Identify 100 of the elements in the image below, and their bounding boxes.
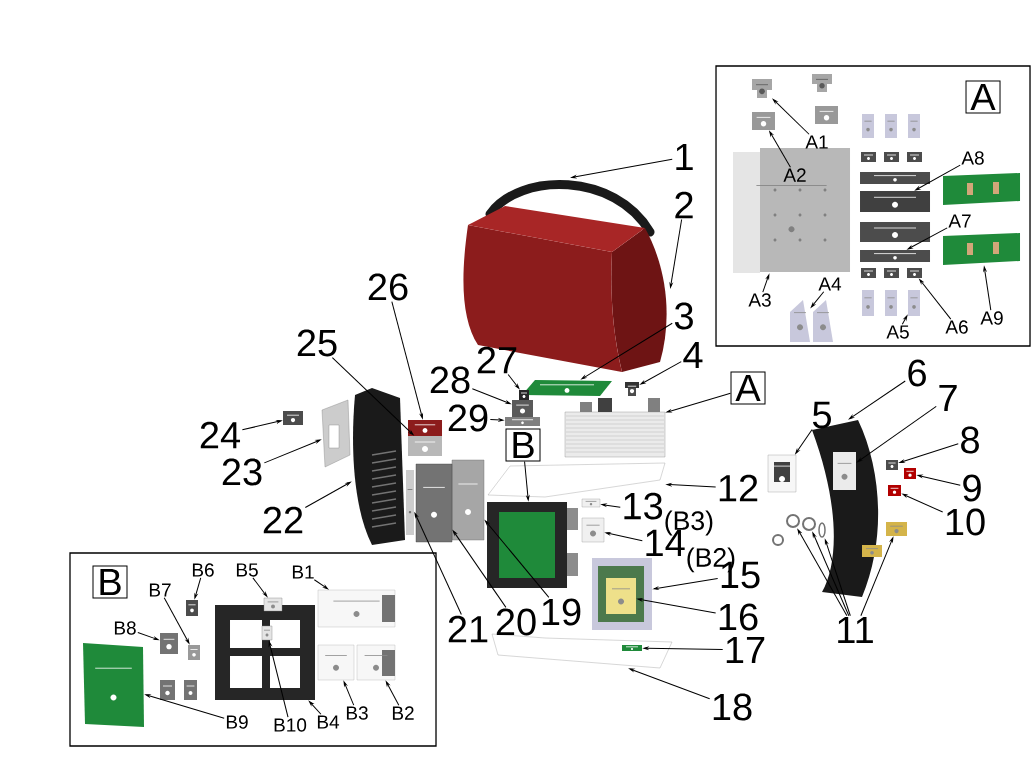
connector xyxy=(160,680,175,700)
callout-number: 10 xyxy=(946,508,985,536)
section-letter: B xyxy=(92,565,128,599)
leader-line xyxy=(605,532,643,542)
callout-number: 12 xyxy=(719,474,758,502)
leader-line xyxy=(812,532,850,617)
callout-number: A7 xyxy=(948,214,971,228)
circuit-board xyxy=(943,173,1020,205)
clip xyxy=(261,625,273,641)
callout-number: B10 xyxy=(274,718,307,732)
terminal xyxy=(862,545,882,557)
section-letter: A xyxy=(965,80,1001,114)
callout-number: A5 xyxy=(886,325,909,339)
relay-cover xyxy=(408,420,442,436)
leader-line xyxy=(263,439,321,464)
leader-line xyxy=(391,301,423,419)
callout-number: A6 xyxy=(945,320,968,334)
callout-number: B7 xyxy=(149,583,171,597)
clip xyxy=(861,268,876,278)
leader-line xyxy=(452,530,507,608)
bracket xyxy=(790,300,810,342)
heatsink xyxy=(317,644,355,681)
callout-number: 22 xyxy=(263,506,303,534)
handle xyxy=(485,180,655,237)
callout-number: A2 xyxy=(783,168,806,182)
washer xyxy=(818,522,826,538)
power-module xyxy=(487,502,578,588)
callout-number: 29 xyxy=(448,404,488,432)
callout-number: 17 xyxy=(726,636,765,664)
callout-number: A1 xyxy=(805,135,828,149)
callout-number: B4 xyxy=(317,715,340,729)
bracket xyxy=(581,498,601,508)
callout-number: 7 xyxy=(939,384,957,412)
callout-number: 16 xyxy=(719,603,758,631)
leader-line xyxy=(414,512,462,616)
leader-line xyxy=(145,694,225,719)
clip xyxy=(884,152,899,162)
washer xyxy=(786,514,800,528)
transistor xyxy=(908,114,920,138)
knob xyxy=(283,411,303,425)
callout-number: 18 xyxy=(713,693,752,721)
washer xyxy=(802,517,816,531)
leader-line xyxy=(268,641,289,718)
label-plate xyxy=(833,452,856,490)
clamp-bar xyxy=(860,250,930,262)
callout-number: 23 xyxy=(222,458,262,486)
leader-line xyxy=(601,503,621,508)
leader-line xyxy=(902,493,944,513)
callout-number: A8 xyxy=(961,151,984,165)
leader-line xyxy=(901,315,908,325)
callout-number: 8 xyxy=(961,426,979,454)
circuit-board xyxy=(83,643,144,727)
leader-line xyxy=(241,420,282,431)
leader-line xyxy=(331,357,414,436)
relay xyxy=(408,436,442,456)
callout-number: B1 xyxy=(292,565,314,579)
callout-number: B8 xyxy=(114,621,136,635)
tab xyxy=(263,597,283,612)
fan xyxy=(451,459,485,541)
section-letter: A xyxy=(730,371,766,405)
clip xyxy=(861,152,876,162)
bracket xyxy=(581,517,605,543)
inset-panel xyxy=(715,65,1031,347)
leader-line xyxy=(194,577,202,599)
terminal-pin xyxy=(519,390,529,400)
callout-number: 2 xyxy=(675,191,693,219)
callout-number: A3 xyxy=(748,293,771,307)
screw xyxy=(625,382,639,396)
circuit-board xyxy=(943,233,1020,265)
leader-line xyxy=(983,266,992,311)
leader-line xyxy=(795,428,813,454)
leader-line xyxy=(860,537,894,617)
rear-panel xyxy=(353,388,405,545)
leader-line xyxy=(137,632,159,641)
leader-line xyxy=(313,579,329,590)
callout-number: B3 xyxy=(346,706,368,720)
transistor xyxy=(862,114,874,138)
callout-number: 19 xyxy=(542,598,581,626)
spacer xyxy=(815,106,838,124)
callout-number: 25 xyxy=(297,329,337,357)
leader-line xyxy=(919,279,952,320)
frame xyxy=(215,605,315,700)
transistor xyxy=(885,114,897,138)
leader-line xyxy=(917,474,961,486)
leader-line xyxy=(666,483,717,488)
leader-line xyxy=(810,291,825,308)
connector xyxy=(186,600,198,616)
callout-number: B5 xyxy=(236,563,258,577)
leader-line xyxy=(163,597,190,644)
leader-line xyxy=(797,529,848,617)
heatsink xyxy=(733,148,850,273)
screw xyxy=(812,74,832,92)
gasket xyxy=(321,399,351,468)
callout-number: 24 xyxy=(200,421,241,449)
clamp-bar xyxy=(860,172,930,184)
leader-line xyxy=(772,98,810,135)
knob xyxy=(886,460,898,470)
clamp-bar xyxy=(860,222,930,242)
connector xyxy=(512,400,533,417)
callout-number: 9 xyxy=(963,474,981,502)
